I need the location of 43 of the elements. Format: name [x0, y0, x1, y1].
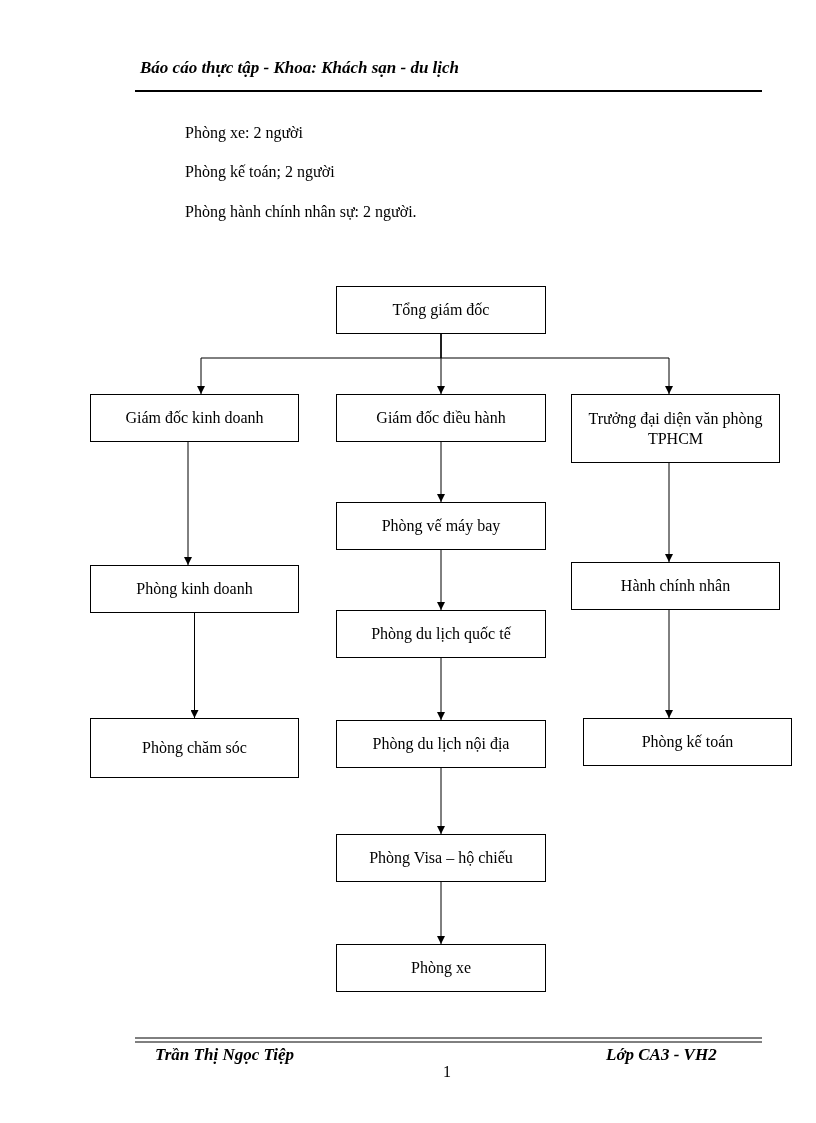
org-box — [90, 394, 299, 442]
org-box — [336, 944, 546, 992]
box-label: Phòng vế máy bay — [381, 516, 501, 536]
box-label: Phòng xe — [411, 958, 471, 978]
box-label: Phòng Visa – hộ chiếu — [369, 848, 513, 868]
box-label: Tổng giám đốc — [392, 300, 490, 320]
footer-class: Lớp CA3 - VH2 — [606, 1045, 717, 1065]
footer-author: Trần Thị Ngọc Tiệp — [155, 1045, 294, 1065]
arrow — [437, 657, 445, 721]
note-line: Phòng kế toán; 2 người — [185, 163, 335, 181]
arrow — [184, 441, 192, 566]
arrow — [665, 462, 673, 563]
org-box — [571, 562, 780, 610]
page-number: 1 — [443, 1063, 451, 1081]
org-box — [90, 565, 299, 613]
arrow — [437, 549, 445, 611]
arrow — [437, 441, 445, 503]
box-label: Phòng kế toán — [641, 732, 734, 752]
note-line: Phòng hành chính nhân sự: 2 người. — [185, 203, 417, 221]
box-label: Trưởng đại diện văn phòng TPHCM — [587, 409, 764, 448]
arrow — [437, 881, 445, 945]
org-box — [336, 286, 546, 334]
org-box — [336, 834, 546, 882]
arrow — [190, 612, 199, 719]
org-box — [583, 718, 792, 766]
org-box — [336, 502, 546, 550]
org-box — [90, 718, 299, 778]
box-label: Phòng du lịch quốc tế — [371, 624, 511, 644]
org-box — [336, 394, 546, 442]
org-box — [336, 610, 546, 658]
box-label: Phòng kinh doanh — [136, 579, 253, 599]
box-label: Phòng chăm sóc — [142, 738, 247, 758]
arrow — [665, 609, 673, 719]
arrow — [437, 767, 445, 835]
org-box — [571, 394, 780, 463]
header-title: Báo cáo thực tập - Khoa: Khách sạn - du lịch — [140, 58, 460, 78]
box-label: Phòng du lịch nội địa — [372, 734, 510, 754]
note-line: Phòng xe: 2 người — [185, 124, 304, 142]
box-label: Giám đốc kinh doanh — [125, 408, 264, 428]
box-label: Giám đốc điều hành — [376, 408, 506, 428]
arrow — [440, 333, 673, 395]
org-box — [336, 720, 546, 768]
box-label: Hành chính nhân — [620, 576, 731, 596]
